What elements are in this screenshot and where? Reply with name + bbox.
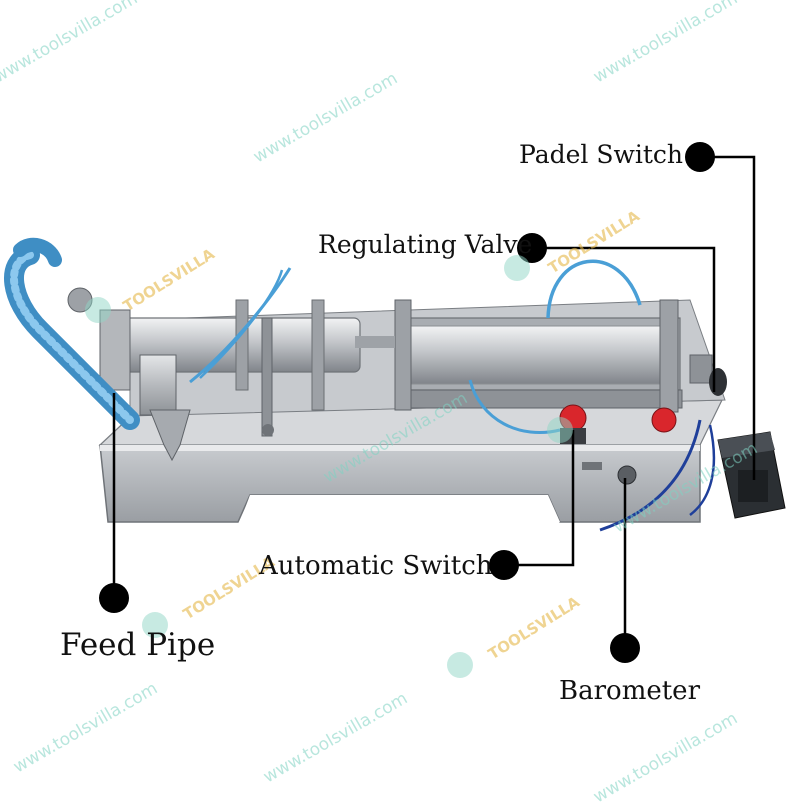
label-padel-switch: Padel Switch xyxy=(519,140,684,169)
air-lines xyxy=(189,259,716,532)
valve-callout-dot xyxy=(517,233,547,263)
watermark-pins xyxy=(85,255,573,678)
baro-callout-dot xyxy=(610,633,640,663)
watermark-pin-icon xyxy=(447,652,473,678)
label-barometer: Barometer xyxy=(559,676,700,706)
callout-dots xyxy=(99,142,715,663)
label-feed-pipe: Feed Pipe xyxy=(60,627,216,663)
watermark-pin-icon xyxy=(547,417,573,443)
label-regulating-valve: Regulating Valve xyxy=(318,230,533,259)
watermark-pin-icon xyxy=(85,297,111,323)
valve-callout-line xyxy=(532,246,716,392)
watermark-pin-icon xyxy=(504,255,530,281)
label-automatic-switch: Automatic Switch xyxy=(259,551,493,581)
auto-callout-line xyxy=(504,430,575,567)
barometer-gauge xyxy=(582,462,637,485)
auto-callout-dot xyxy=(489,550,519,580)
feed-hose xyxy=(4,237,140,430)
feed-callout-dot xyxy=(99,583,129,613)
valve-head xyxy=(67,287,191,462)
padel-callout-line xyxy=(700,155,756,480)
callout-lines xyxy=(112,155,756,648)
foot-pedal xyxy=(717,431,786,519)
cylinder-frame xyxy=(394,299,683,413)
piston-cylinder xyxy=(119,299,395,437)
padel-callout-dot xyxy=(685,142,715,172)
watermark-pin-icon xyxy=(142,612,168,638)
